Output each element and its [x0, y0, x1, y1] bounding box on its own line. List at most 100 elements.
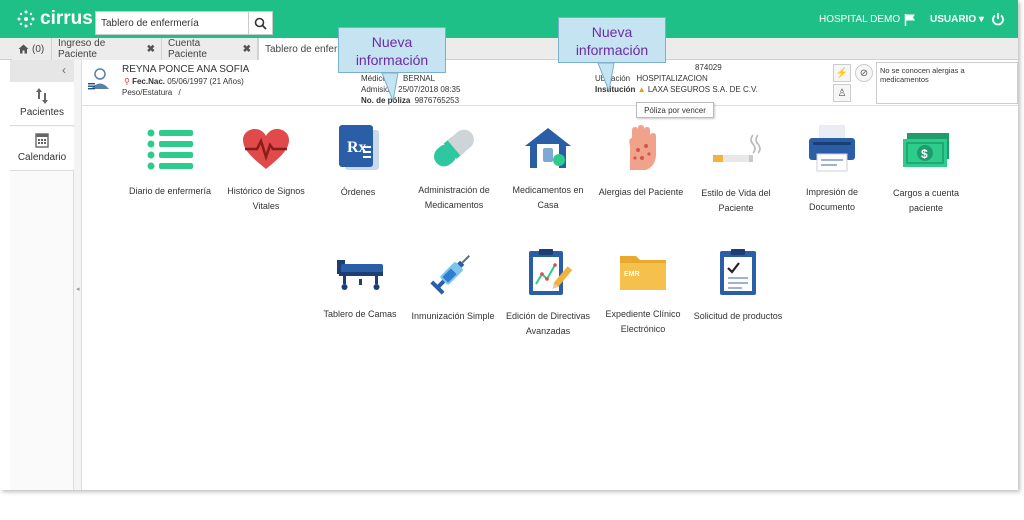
sidebar-item-label: Pacientes — [20, 107, 64, 118]
tile-directivas-avanzadas[interactable]: Edición de Directivas Avanzadas — [503, 248, 593, 339]
weight-label: Peso/Estatura — [122, 88, 173, 97]
flag-icon[interactable] — [904, 13, 917, 26]
pill-icon — [434, 129, 474, 167]
callout-arrow-1 — [381, 73, 399, 103]
patient-dob: ⚲ Fec.Nac. 05/06/1997 (21 Años) — [124, 77, 244, 86]
chart-clipboard-icon — [529, 249, 573, 295]
tile-tablero-camas[interactable]: Tablero de Camas — [315, 250, 405, 322]
bell-icon: ♙ — [837, 87, 847, 99]
tile-label: Cargos a cuenta paciente — [892, 188, 960, 213]
patient-banner: REYNA PONCE ANA SOFIA ⚲ Fec.Nac. 05/06/1… — [82, 60, 1018, 106]
logo-text: cirrus — [40, 8, 93, 29]
no-allergy-icon: ⊘ — [859, 67, 869, 79]
warning-icon[interactable]: ▲ — [637, 85, 646, 94]
search-box — [95, 11, 273, 35]
cirrus-logo[interactable]: cirrus — [16, 8, 93, 30]
money-icon: $ — [903, 133, 949, 167]
chevron-left-icon: ‹ — [62, 63, 66, 77]
sidebar-collapse-button[interactable]: ‹ — [10, 60, 74, 82]
list-icon — [147, 129, 193, 170]
ubicacion-row: Ubicación HOSPITALIZACION — [595, 74, 708, 83]
tile-label: Tablero de Camas — [323, 309, 397, 319]
printer-icon — [809, 125, 855, 172]
medico-label: Médico — [361, 74, 387, 83]
allergy-button[interactable]: ⊘ — [855, 64, 873, 82]
cuenta-value: 874029 — [695, 63, 722, 72]
patient-avatar-icon — [88, 68, 109, 90]
tile-label: Edición de Directivas Avanzadas — [505, 311, 591, 336]
tile-label: Impresión de Documento — [805, 187, 859, 212]
svg-text:$: $ — [921, 147, 928, 161]
close-icon[interactable]: ✖ — [146, 43, 155, 55]
ubicacion-value: HOSPITALIZACION — [636, 74, 708, 83]
bed-icon — [337, 260, 383, 290]
tab-ingreso-paciente[interactable]: Ingreso de Paciente ✖ — [52, 38, 162, 60]
tile-impresion-documento[interactable]: Impresión de Documento — [787, 124, 877, 215]
tile-ordenes[interactable]: Rx Órdenes — [313, 124, 403, 200]
tab-label: Cuenta Paciente — [168, 38, 207, 60]
emr-folder-icon: EMR — [620, 256, 666, 290]
allergies-box: No se conocen alergias a medicamentos — [876, 62, 1018, 104]
close-icon[interactable]: ✖ — [242, 43, 251, 55]
poliza-value: 9876765253 — [414, 96, 460, 105]
hospital-name[interactable]: HOSPITAL DEMO — [819, 14, 901, 25]
search-input[interactable] — [96, 12, 248, 34]
tile-label: Inmunización Simple — [411, 311, 495, 321]
search-button[interactable] — [248, 12, 272, 34]
tile-alergias-paciente[interactable]: Alergias del Paciente — [596, 124, 686, 200]
tile-estilo-vida-paciente[interactable]: Estilo de Vida del Paciente — [691, 129, 781, 216]
sort-arrows-icon — [36, 88, 48, 104]
poliza-row: No. de póliza 9876765253 — [361, 96, 459, 105]
ubicacion-label: Ubicación — [595, 74, 631, 83]
tile-label: Alergias del Paciente — [598, 187, 684, 197]
vitals-button[interactable]: ⚡ — [833, 64, 851, 82]
alert-button[interactable]: ♙ — [833, 84, 851, 102]
tab-label: Tablero de enfermería — [265, 43, 363, 55]
tile-label: Administración de Medicamentos — [418, 185, 490, 210]
tile-solicitud-productos[interactable]: Solicitud de productos — [693, 248, 783, 324]
institucion-label: Institución — [595, 85, 636, 94]
admision-label: Admisión — [361, 85, 394, 94]
tile-medicamentos-casa[interactable]: Medicamentos en Casa — [503, 126, 593, 213]
tile-label: Diario de enfermería — [128, 186, 212, 196]
callout-arrow-2 — [597, 63, 615, 93]
home-icon — [18, 44, 29, 54]
sidebar-item-label: Calendario — [17, 152, 67, 163]
callout-nueva-informacion-2: Nueva información — [558, 17, 666, 63]
panel-splitter[interactable]: ◂ — [74, 60, 82, 490]
poliza-label: No. de póliza — [361, 96, 411, 105]
tab-bar: (0) Ingreso de Paciente ✖ Cuenta Pacient… — [0, 38, 1018, 60]
tile-historico-signos-vitales[interactable]: Histórico de Signos Vitales — [221, 127, 311, 214]
splitter-handle-icon: ◂ — [76, 286, 80, 293]
institucion-value: LAXA SEGUROS S.A. DE C.V. — [647, 85, 758, 94]
cirrus-logo-icon — [17, 10, 35, 28]
syringe-icon — [430, 255, 470, 295]
tab-label: Ingreso de Paciente — [58, 38, 106, 60]
tile-cargos-cuenta-paciente[interactable]: $ Cargos a cuenta paciente — [881, 129, 971, 216]
dob-value: 05/06/1997 (21 Años) — [167, 77, 244, 86]
tile-label: Histórico de Signos Vitales — [227, 186, 305, 211]
tab-cuenta-paciente[interactable]: Cuenta Paciente ✖ — [162, 38, 258, 60]
sidebar-item-calendario[interactable]: Calendario — [10, 127, 74, 171]
tile-administracion-medicamentos[interactable]: Administración de Medicamentos — [409, 126, 499, 213]
user-menu[interactable]: USUARIO ▾ — [930, 14, 984, 25]
tile-label: Expediente Clínico Electrónico — [605, 309, 681, 334]
tile-diario-enfermeria[interactable]: Diario de enfermería — [125, 127, 215, 199]
sidebar: ‹ Pacientes Calendario — [10, 60, 74, 490]
svg-text:Rx: Rx — [347, 139, 367, 156]
tile-label: Órdenes — [340, 187, 376, 197]
tile-label: Medicamentos en Casa — [512, 185, 584, 210]
prescription-icon: Rx — [339, 125, 379, 170]
tile-inmunizacion-simple[interactable]: Inmunización Simple — [408, 248, 498, 324]
tab-home[interactable]: (0) — [12, 38, 52, 60]
policy-tooltip: Póliza por vencer — [636, 102, 714, 118]
calendar-icon — [35, 133, 49, 148]
allergy-hand-icon — [629, 125, 656, 170]
tile-expediente-clinico[interactable]: EMR Expediente Clínico Electrónico — [598, 250, 688, 337]
module-grid: Diario de enfermería Histórico de Signos… — [82, 107, 1018, 490]
heart-pulse-icon — [243, 129, 289, 169]
cigarette-icon — [713, 134, 761, 162]
callout-nueva-informacion-1: Nueva información — [338, 27, 446, 73]
power-icon[interactable] — [991, 12, 1005, 26]
sidebar-item-pacientes[interactable]: Pacientes — [10, 82, 74, 126]
